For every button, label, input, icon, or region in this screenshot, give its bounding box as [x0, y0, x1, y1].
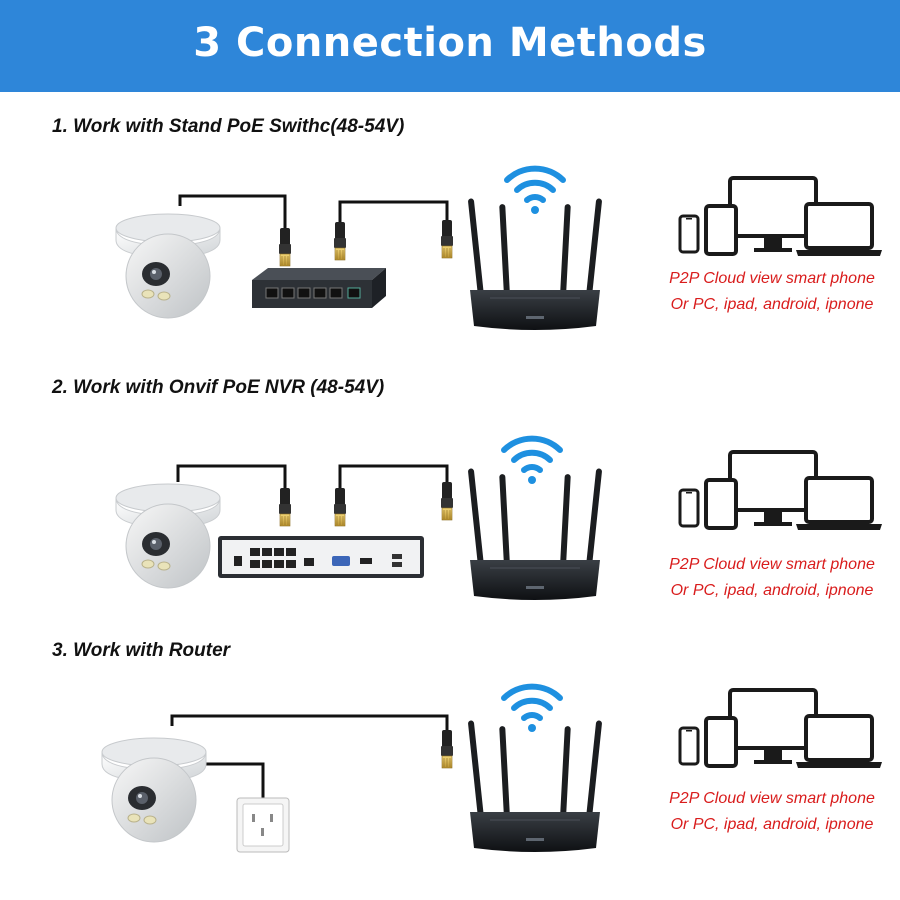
header-banner: 3 Connection Methods	[0, 0, 900, 92]
method-1-diagram: P2P Cloud view smart phone Or PC, ipad, …	[0, 150, 900, 390]
rj45-connector-icon	[333, 487, 347, 527]
ethernet-cable	[170, 714, 449, 730]
method-3-diagram: P2P Cloud view smart phone Or PC, ipad, …	[0, 660, 900, 900]
rj45-connector-icon	[278, 227, 292, 267]
rj45-connector-icon	[440, 729, 454, 769]
caption-line: Or PC, ipad, android, ipnone	[670, 582, 874, 599]
rj45-connector-icon	[278, 487, 292, 527]
wall-socket-icon	[236, 797, 290, 853]
method-2-title: 2. Work with Onvif PoE NVR (48-54V)	[52, 377, 385, 398]
method-3-caption: P2P Cloud view smart phone Or PC, ipad, …	[642, 786, 900, 838]
ethernet-cable	[176, 464, 287, 488]
ethernet-cable	[178, 194, 287, 228]
dome-camera-icon	[115, 213, 221, 319]
ethernet-cable	[338, 464, 449, 488]
rj45-connector-icon	[440, 481, 454, 521]
router-icon	[467, 467, 603, 601]
method-3-title: 3. Work with Router	[52, 640, 231, 661]
dome-camera-icon	[115, 483, 221, 589]
poe-switch-icon	[252, 268, 386, 308]
wifi-icon	[507, 169, 563, 214]
caption-line: P2P Cloud view smart phone	[669, 790, 875, 807]
method-1-title: 1. Work with Stand PoE Swithc(48-54V)	[52, 116, 405, 137]
method-1-caption: P2P Cloud view smart phone Or PC, ipad, …	[642, 266, 900, 318]
wifi-icon	[504, 687, 560, 732]
page-title: 3 Connection Methods	[193, 20, 707, 66]
rj45-connector-icon	[333, 221, 347, 261]
wifi-icon	[504, 439, 560, 484]
rj45-connector-icon	[440, 219, 454, 259]
ethernet-cable	[338, 200, 449, 228]
devices-icon	[678, 688, 884, 770]
router-icon	[467, 719, 603, 853]
caption-line: Or PC, ipad, android, ipnone	[670, 816, 874, 833]
power-cable	[200, 762, 265, 798]
router-icon	[467, 197, 603, 331]
dome-camera-icon	[101, 737, 207, 843]
method-2-caption: P2P Cloud view smart phone Or PC, ipad, …	[642, 552, 900, 604]
method-2-diagram: P2P Cloud view smart phone Or PC, ipad, …	[0, 420, 900, 660]
caption-line: P2P Cloud view smart phone	[669, 556, 875, 573]
nvr-icon	[218, 536, 424, 578]
caption-line: Or PC, ipad, android, ipnone	[670, 296, 874, 313]
devices-icon	[678, 450, 884, 532]
caption-line: P2P Cloud view smart phone	[669, 270, 875, 287]
devices-icon	[678, 176, 884, 258]
